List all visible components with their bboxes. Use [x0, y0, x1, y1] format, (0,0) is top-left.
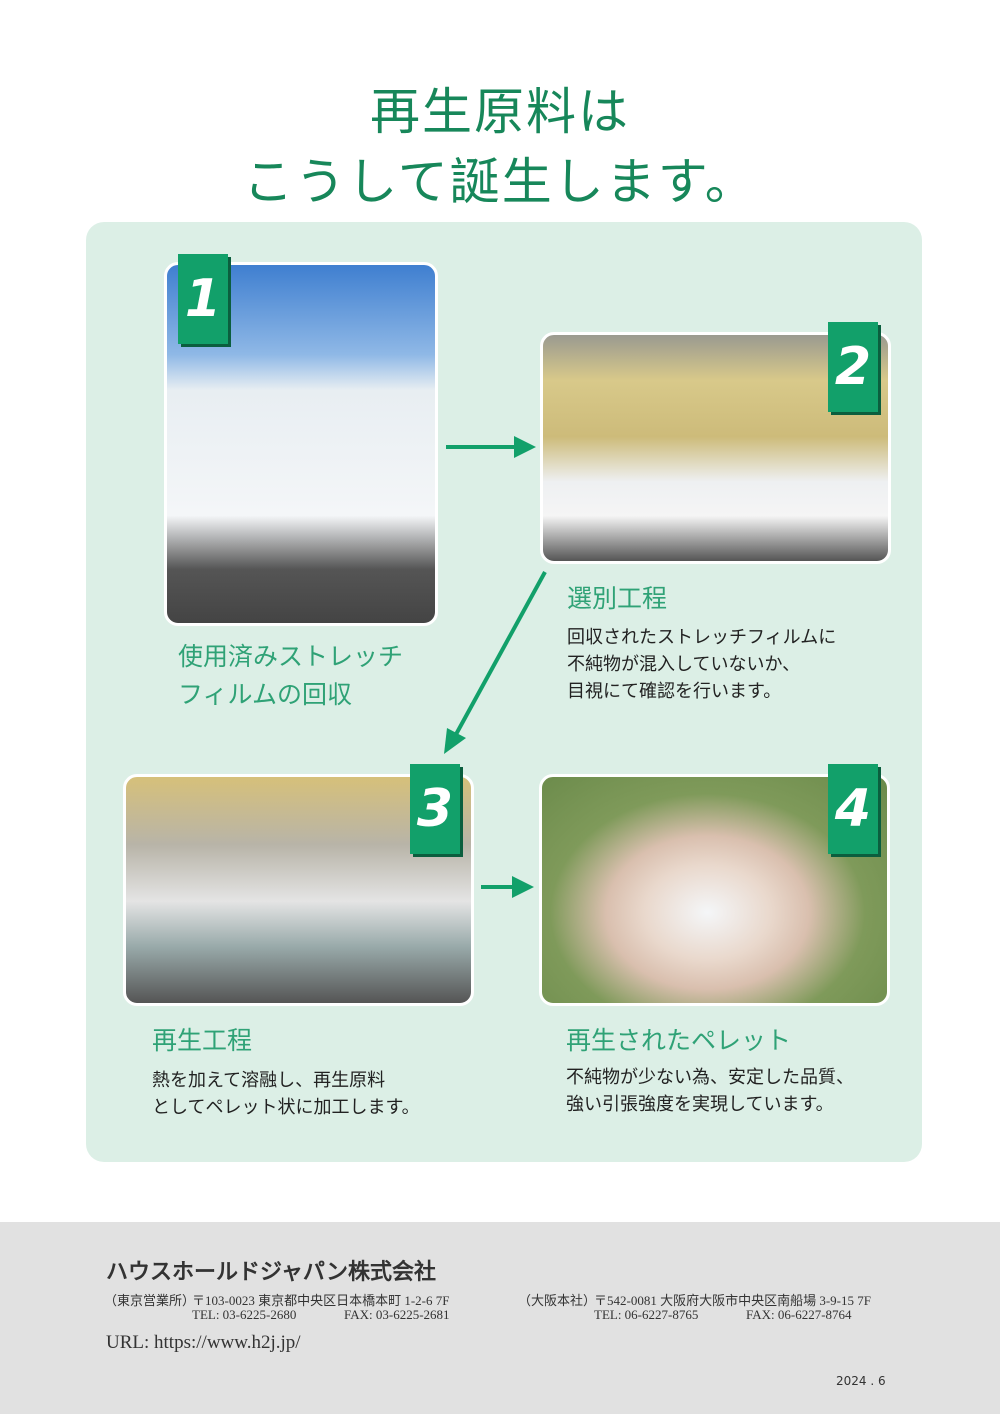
step4-heading: 再生されたペレット	[566, 1026, 792, 1055]
tokyo-address: 〒103-0023 東京都中央区日本橋本町 1-2-6 7F	[192, 1293, 450, 1308]
step1-heading-line: 使用済みストレッチ	[178, 642, 404, 671]
step4-description: 不純物が少ない為、安定した品質、 強い引張強度を実現しています。	[566, 1064, 854, 1118]
osaka-tel: TEL: 06-6227-8765	[594, 1307, 699, 1322]
website-url[interactable]: URL: https://www.h2j.jp/	[106, 1332, 301, 1353]
step2-description: 回収されたストレッチフィルムに 不純物が混入していないか、 目視にて確認を行いま…	[567, 624, 836, 705]
step-badge-1: 1	[178, 254, 228, 344]
desc-line: 強い引張強度を実現しています。	[566, 1094, 834, 1115]
company-name: ハウスホールドジャパン株式会社	[106, 1259, 437, 1284]
tokyo-tel: TEL: 03-6225-2680	[192, 1307, 297, 1322]
step1-heading: 使用済みストレッチ フィルムの回収	[178, 638, 403, 714]
desc-line: 不純物が混入していないか、	[567, 654, 801, 675]
osaka-address: 〒542-0081 大阪府大阪市中央区南船場 3-9-15 7F	[594, 1293, 871, 1308]
step2-heading: 選別工程	[567, 584, 668, 613]
page-title-line2: こうして誕生します。	[243, 153, 757, 211]
desc-line: としてペレット状に加工します。	[152, 1097, 420, 1118]
tokyo-label: （東京営業所）	[104, 1293, 196, 1308]
osaka-fax: FAX: 06-6227-8764	[746, 1307, 852, 1322]
tokyo-fax: FAX: 03-6225-2681	[344, 1307, 450, 1322]
arrow-head-icon	[514, 436, 536, 458]
issue-date: 2024 . 6	[836, 1374, 886, 1388]
osaka-label: （大阪本社）	[518, 1293, 597, 1308]
desc-line: 熱を加えて溶融し、再生原料	[152, 1070, 386, 1091]
page-title-line1: 再生原料は	[370, 83, 630, 141]
step-badge-3: 3	[410, 764, 460, 854]
footer: ハウスホールドジャパン株式会社 （東京営業所） 〒103-0023 東京都中央区…	[0, 1222, 1000, 1414]
step-badge-2: 2	[828, 322, 878, 412]
arrow-head-icon	[444, 728, 466, 754]
step1-heading-line: フィルムの回収	[178, 680, 353, 709]
step3-heading: 再生工程	[152, 1026, 253, 1055]
arrow-down-left-icon	[452, 571, 547, 739]
desc-line: 目視にて確認を行います。	[567, 681, 782, 702]
desc-line: 不純物が少ない為、安定した品質、	[566, 1067, 854, 1088]
arrow-head-icon	[512, 876, 534, 898]
desc-line: 回収されたストレッチフィルムに	[567, 627, 837, 648]
step3-description: 熱を加えて溶融し、再生原料 としてペレット状に加工します。	[152, 1067, 420, 1121]
step-badge-4: 4	[828, 764, 878, 854]
